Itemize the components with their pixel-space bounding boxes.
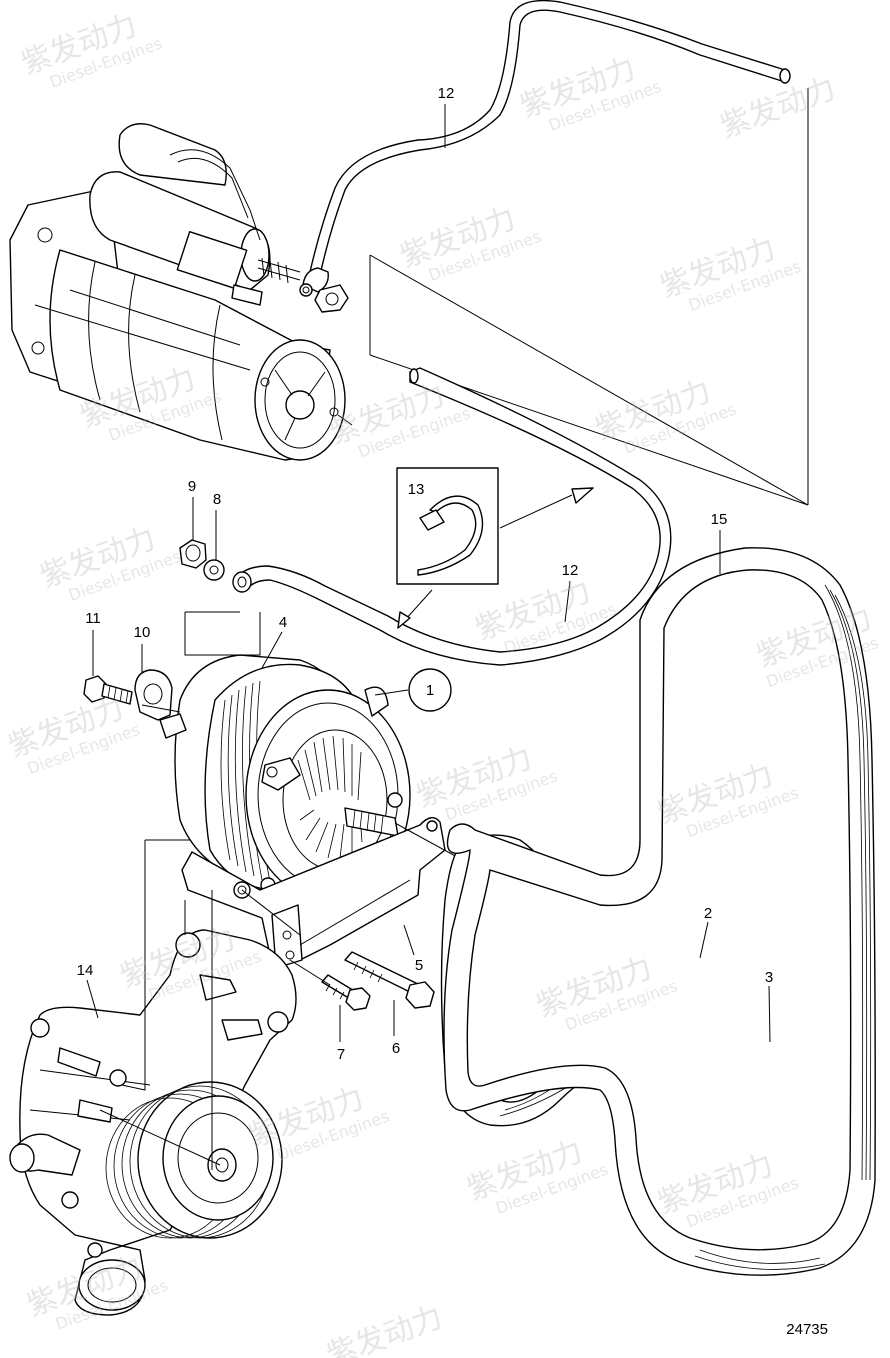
battery-cable-upper xyxy=(299,0,791,313)
callout-labels: 1 2 3 4 5 6 7 8 9 10 11 12 12 13 14 15 xyxy=(77,85,774,1063)
belt-ribs xyxy=(694,584,872,1270)
callout-2: 2 xyxy=(704,905,712,922)
water-pump xyxy=(9,929,297,1316)
starter-motor xyxy=(9,123,353,461)
callout-13: 13 xyxy=(408,481,425,498)
callout-6: 6 xyxy=(392,1040,400,1057)
watermark-brand: 紫发动力 xyxy=(322,1300,447,1358)
callout-12-lower: 12 xyxy=(562,562,579,579)
callout-3: 3 xyxy=(765,969,773,986)
callout-8: 8 xyxy=(213,491,221,508)
bolt-6 xyxy=(344,951,435,1009)
callout-10: 10 xyxy=(134,624,151,641)
callout-4: 4 xyxy=(279,614,287,631)
bolt-7 xyxy=(321,974,371,1011)
nut-9 xyxy=(179,539,207,569)
battery-cable-lower xyxy=(232,367,672,666)
alternator-bracket xyxy=(181,817,446,969)
callout-leaders xyxy=(86,104,771,1043)
callout-9: 9 xyxy=(188,478,196,495)
watermark-brand: 紫发动力 xyxy=(716,71,841,145)
drive-belt-large-15 xyxy=(443,547,876,1276)
pump-pulley-grooves xyxy=(105,1085,271,1239)
callout-15: 15 xyxy=(711,511,728,528)
clamp-10 xyxy=(134,669,173,721)
callout-1: 1 xyxy=(426,682,434,699)
callout-7: 7 xyxy=(337,1046,345,1063)
bolt-11 xyxy=(83,675,133,705)
drawing-number: 24735 xyxy=(786,1321,828,1338)
reference-circle-1 xyxy=(408,668,452,712)
callout-12-upper: 12 xyxy=(438,85,455,102)
callout-14: 14 xyxy=(77,962,94,979)
washer-8 xyxy=(203,559,225,581)
callout-11: 11 xyxy=(85,610,101,627)
clip-13-inset xyxy=(396,467,594,629)
callout-5: 5 xyxy=(415,957,423,974)
